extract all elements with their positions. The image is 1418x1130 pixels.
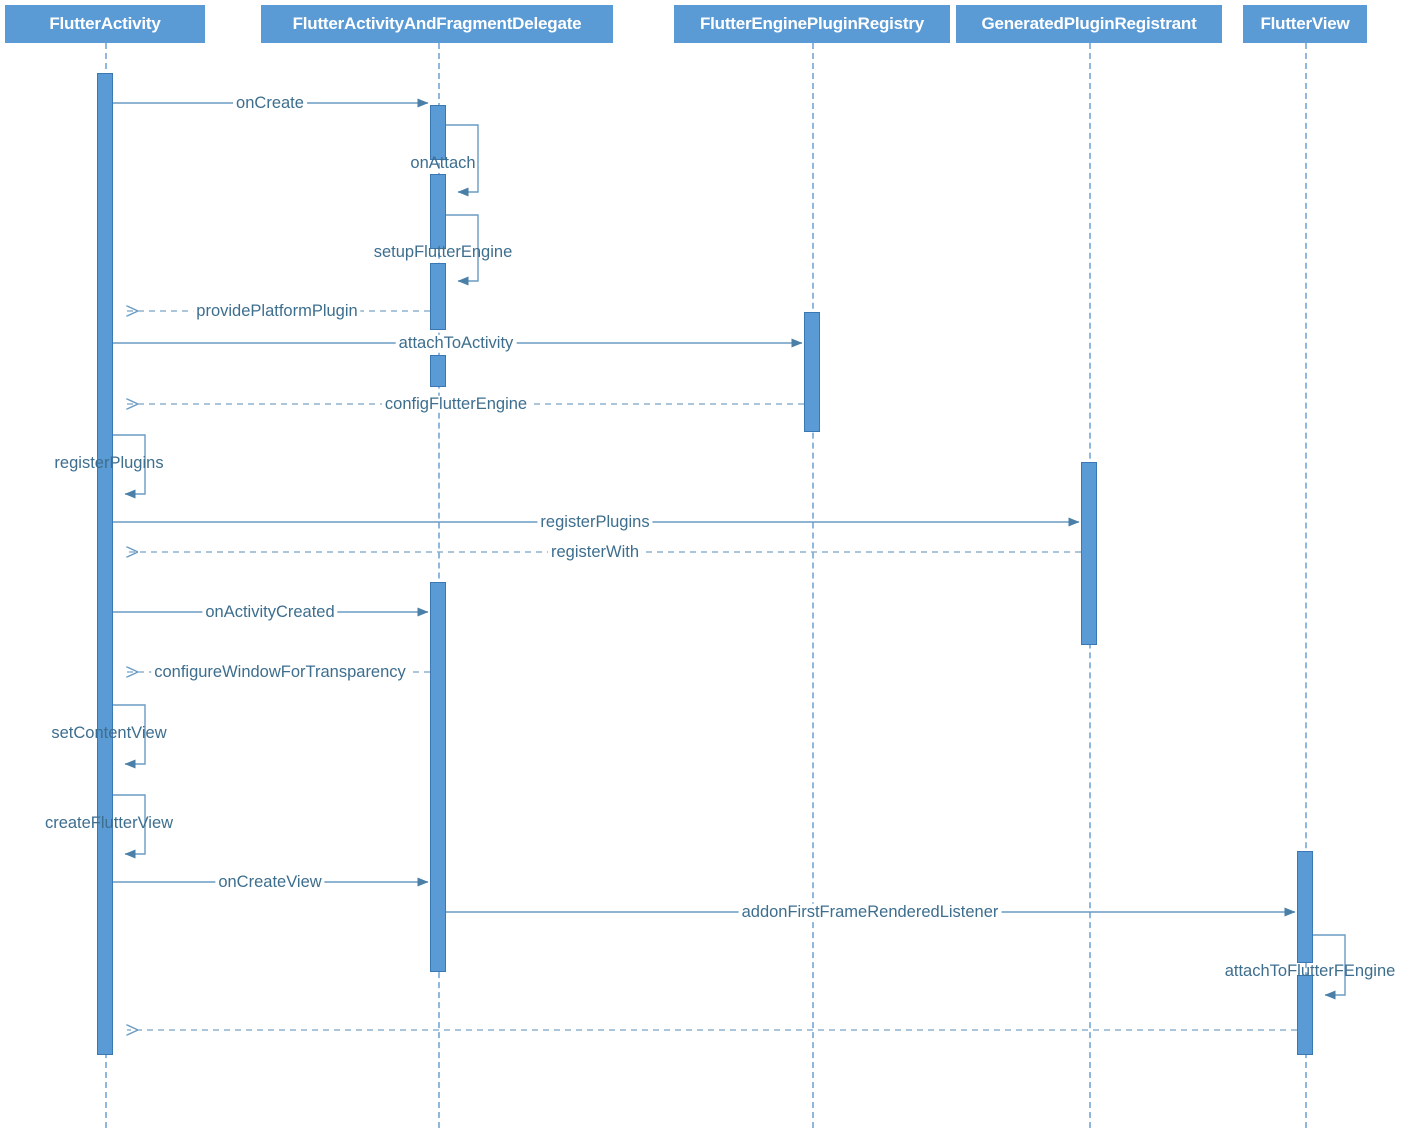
message-label-onactivitycreated: onActivityCreated — [202, 604, 338, 621]
activation-bar-delegate-onactivitycreated — [430, 582, 446, 972]
lifeline-pluginregistry — [812, 43, 814, 1128]
participant-generatedpluginregistrant[interactable]: GeneratedPluginRegistrant — [956, 5, 1222, 43]
message-label-oncreateview: onCreateView — [215, 874, 325, 891]
message-label-oncreate: onCreate — [233, 95, 307, 112]
activation-bar-flutteractivity-main — [97, 73, 113, 1055]
lifeline-flutterview — [1305, 43, 1307, 1128]
message-label-registerplugins: registerPlugins — [537, 514, 653, 531]
message-label-createflutterview: createFlutterView — [44, 813, 174, 832]
message-label-setupflutterengine: setupFlutterEngine — [373, 242, 513, 261]
message-label-configurewindowfortransparency: configureWindowForTransparency — [151, 664, 409, 681]
message-label-attachtoflutterfengine: attachToFlutterFEngine — [1224, 961, 1396, 980]
activation-bar-delegate-onattach — [430, 174, 446, 249]
message-label-addonfirstframerenderedlistener: addonFirstFrameRenderedListener — [738, 904, 1002, 921]
participant-label: FlutterActivity — [49, 14, 161, 33]
message-label-setcontentview: setContentView — [51, 723, 167, 742]
message-label-registerwith: registerWith — [547, 544, 643, 561]
activation-bar-delegate-oncreate — [430, 105, 446, 160]
message-label-configflutterengine: configFlutterEngine — [381, 396, 531, 413]
activation-bar-delegate-attachtoactivity — [430, 355, 446, 387]
participant-flutterview[interactable]: FlutterView — [1243, 5, 1367, 43]
participant-label: GeneratedPluginRegistrant — [981, 14, 1197, 33]
message-label-attachtoactivity: attachToActivity — [395, 335, 517, 352]
participant-flutteractivityandfragmentdelegate[interactable]: FlutterActivityAndFragmentDelegate — [261, 5, 613, 43]
message-label-onattach: onAttach — [410, 153, 476, 172]
participant-label: FlutterActivityAndFragmentDelegate — [292, 14, 582, 33]
activation-bar-flutterview-lower — [1297, 975, 1313, 1055]
participant-flutteractivity[interactable]: FlutterActivity — [5, 5, 205, 43]
participant-label: FlutterEnginePluginRegistry — [699, 14, 925, 33]
participant-flutterengine-pluginregistry[interactable]: FlutterEnginePluginRegistry — [674, 5, 950, 43]
message-label-registerplugins-self: registerPlugins — [54, 453, 164, 472]
participant-label: FlutterView — [1260, 14, 1350, 33]
message-label-provideplatformplugin: providePlatformPlugin — [193, 303, 361, 320]
activation-bar-delegate-setupflutterengine — [430, 263, 446, 330]
activation-bar-flutterview-upper — [1297, 851, 1313, 963]
activation-bar-pluginregistry — [804, 312, 820, 432]
activation-bar-generatedpluginregistrant — [1081, 462, 1097, 645]
